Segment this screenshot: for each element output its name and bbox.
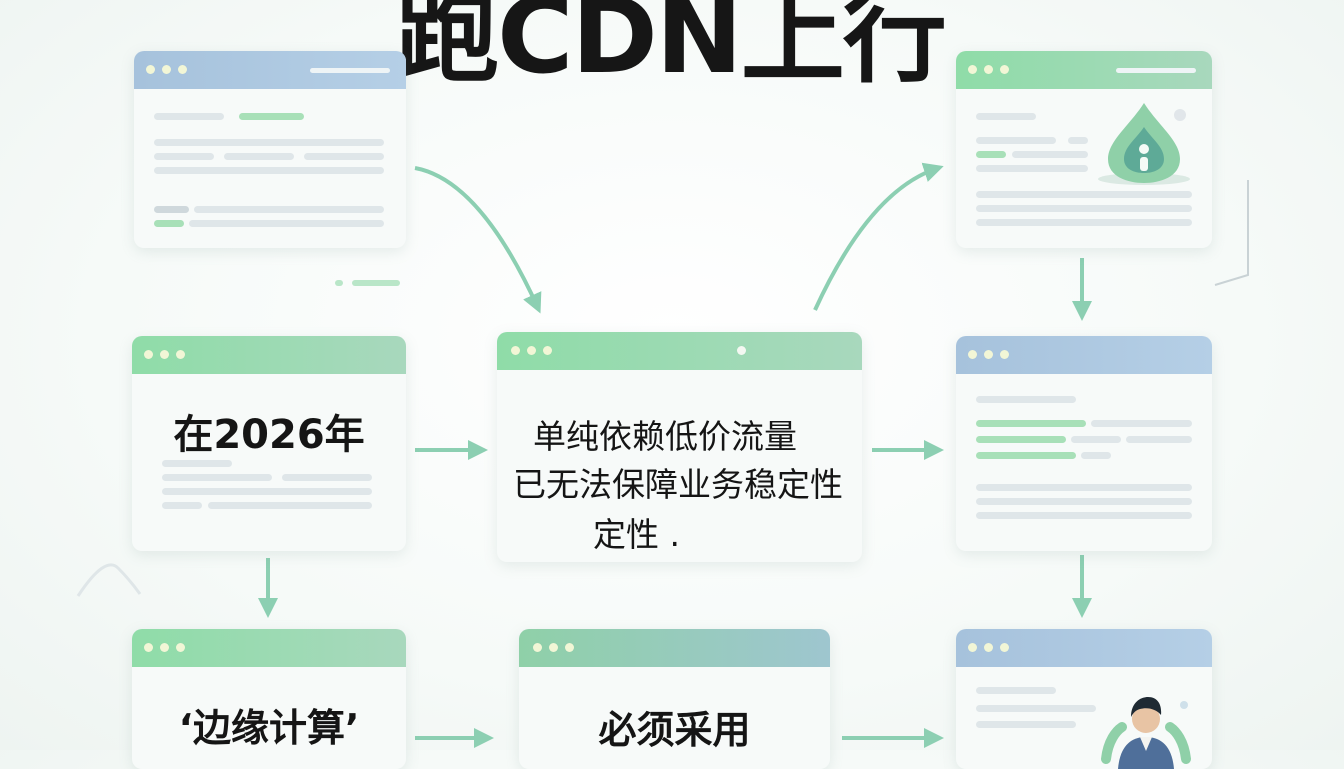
box-text-must-adopt: 必须采用 (598, 708, 751, 752)
window-bottom-center: 必须采用 (519, 629, 830, 769)
window-dot (549, 643, 558, 652)
flow-arrows (76, 162, 1249, 748)
window-dot (737, 346, 746, 355)
window-titlebar (134, 51, 406, 89)
window-top-right (956, 51, 1212, 248)
connector-bracket-right (1214, 180, 1249, 286)
window-middle-right (956, 336, 1212, 551)
window-dot (527, 346, 536, 355)
box-text-in-2026: 在2026年 (173, 412, 365, 458)
window-dot (565, 643, 574, 652)
window-dot (984, 643, 993, 652)
window-middle-left: 在2026年 (132, 336, 406, 551)
window-bar-line (1116, 68, 1196, 73)
center-text-line-3: 定性 . (593, 515, 680, 554)
window-dot (533, 643, 542, 652)
window-titlebar (132, 629, 406, 667)
window-center: 单纯依赖低价流量 已无法保障业务稳定性 定性 . (497, 332, 862, 562)
window-titlebar (956, 336, 1212, 374)
window-dot (968, 350, 977, 359)
window-dot (160, 350, 169, 359)
center-text-line-2: 已无法保障业务稳定性 (513, 465, 843, 504)
arrow-topleft-to-center (414, 166, 542, 314)
window-titlebar (956, 51, 1212, 89)
window-dot (511, 346, 520, 355)
window-dot (160, 643, 169, 652)
arrow-center-to-topright (813, 162, 944, 311)
window-bar-line (310, 68, 390, 73)
window-titlebar (519, 629, 830, 667)
window-dot (176, 643, 185, 652)
person-avatar-icon (1101, 697, 1191, 769)
decor-wave (76, 563, 142, 597)
window-dot (162, 65, 171, 74)
window-bottom-right (956, 629, 1212, 769)
window-dot (984, 65, 993, 74)
window-dot (968, 65, 977, 74)
window-dot (176, 350, 185, 359)
window-bottom-left: ‘边缘计算’ (132, 629, 406, 769)
window-titlebar (132, 336, 406, 374)
drop-person-icon (1098, 103, 1190, 185)
window-titlebar (497, 332, 862, 370)
window-dot (146, 65, 155, 74)
window-dot (144, 643, 153, 652)
box-text-edge-computing: ‘边缘计算’ (178, 706, 360, 750)
window-dot (1000, 350, 1009, 359)
window-dot (144, 350, 153, 359)
window-dot (178, 65, 187, 74)
window-top-left (134, 51, 406, 248)
window-dot (543, 346, 552, 355)
window-titlebar (956, 629, 1212, 667)
center-text-line-1: 单纯依赖低价流量 (533, 417, 797, 456)
window-dot (1000, 65, 1009, 74)
window-dot (968, 643, 977, 652)
window-dot (1000, 643, 1009, 652)
window-dot (984, 350, 993, 359)
page-title: 跑CDN上行 (395, 0, 947, 97)
